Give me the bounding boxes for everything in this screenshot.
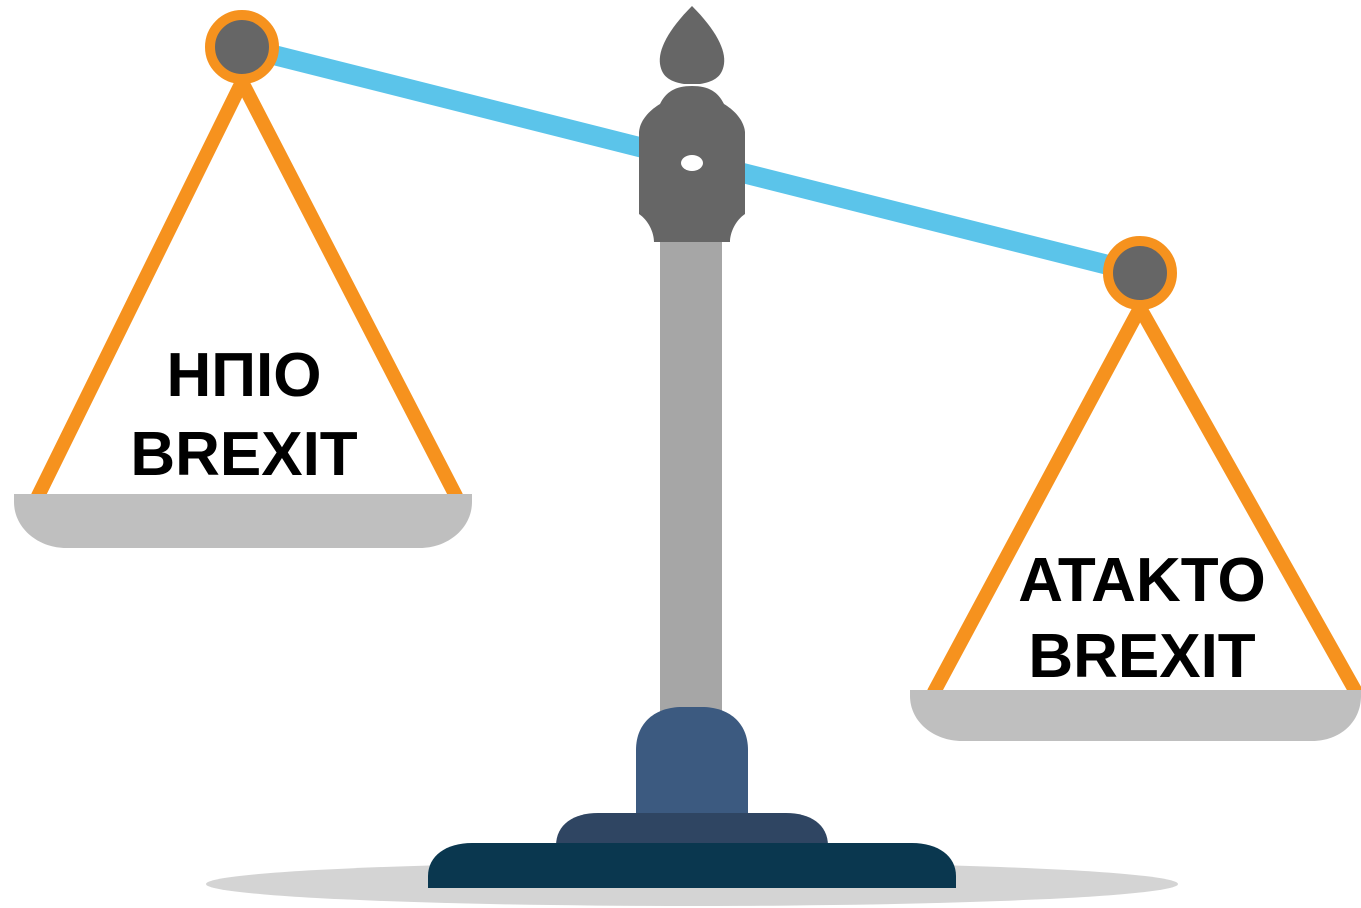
base-bottom — [428, 843, 956, 888]
right-pan — [910, 690, 1361, 741]
base-upper — [636, 707, 748, 830]
right-pan-label-line2: BREXIT — [1028, 622, 1255, 691]
right-pan-label-line1: ΑΤΑΚΤΟ — [1018, 546, 1265, 615]
pivot-hole — [681, 155, 703, 171]
left-chains — [31, 75, 463, 503]
left-pan — [14, 494, 472, 548]
pivot-finial — [659, 6, 725, 84]
scale-pole — [660, 230, 722, 730]
right-chains — [927, 301, 1361, 699]
left-pan-label-line1: ΗΠΙΟ — [167, 341, 322, 410]
right-hanger-ring — [1103, 236, 1177, 310]
left-hanger-ring — [205, 10, 279, 84]
left-pan-label-line2: BREXIT — [130, 420, 357, 489]
